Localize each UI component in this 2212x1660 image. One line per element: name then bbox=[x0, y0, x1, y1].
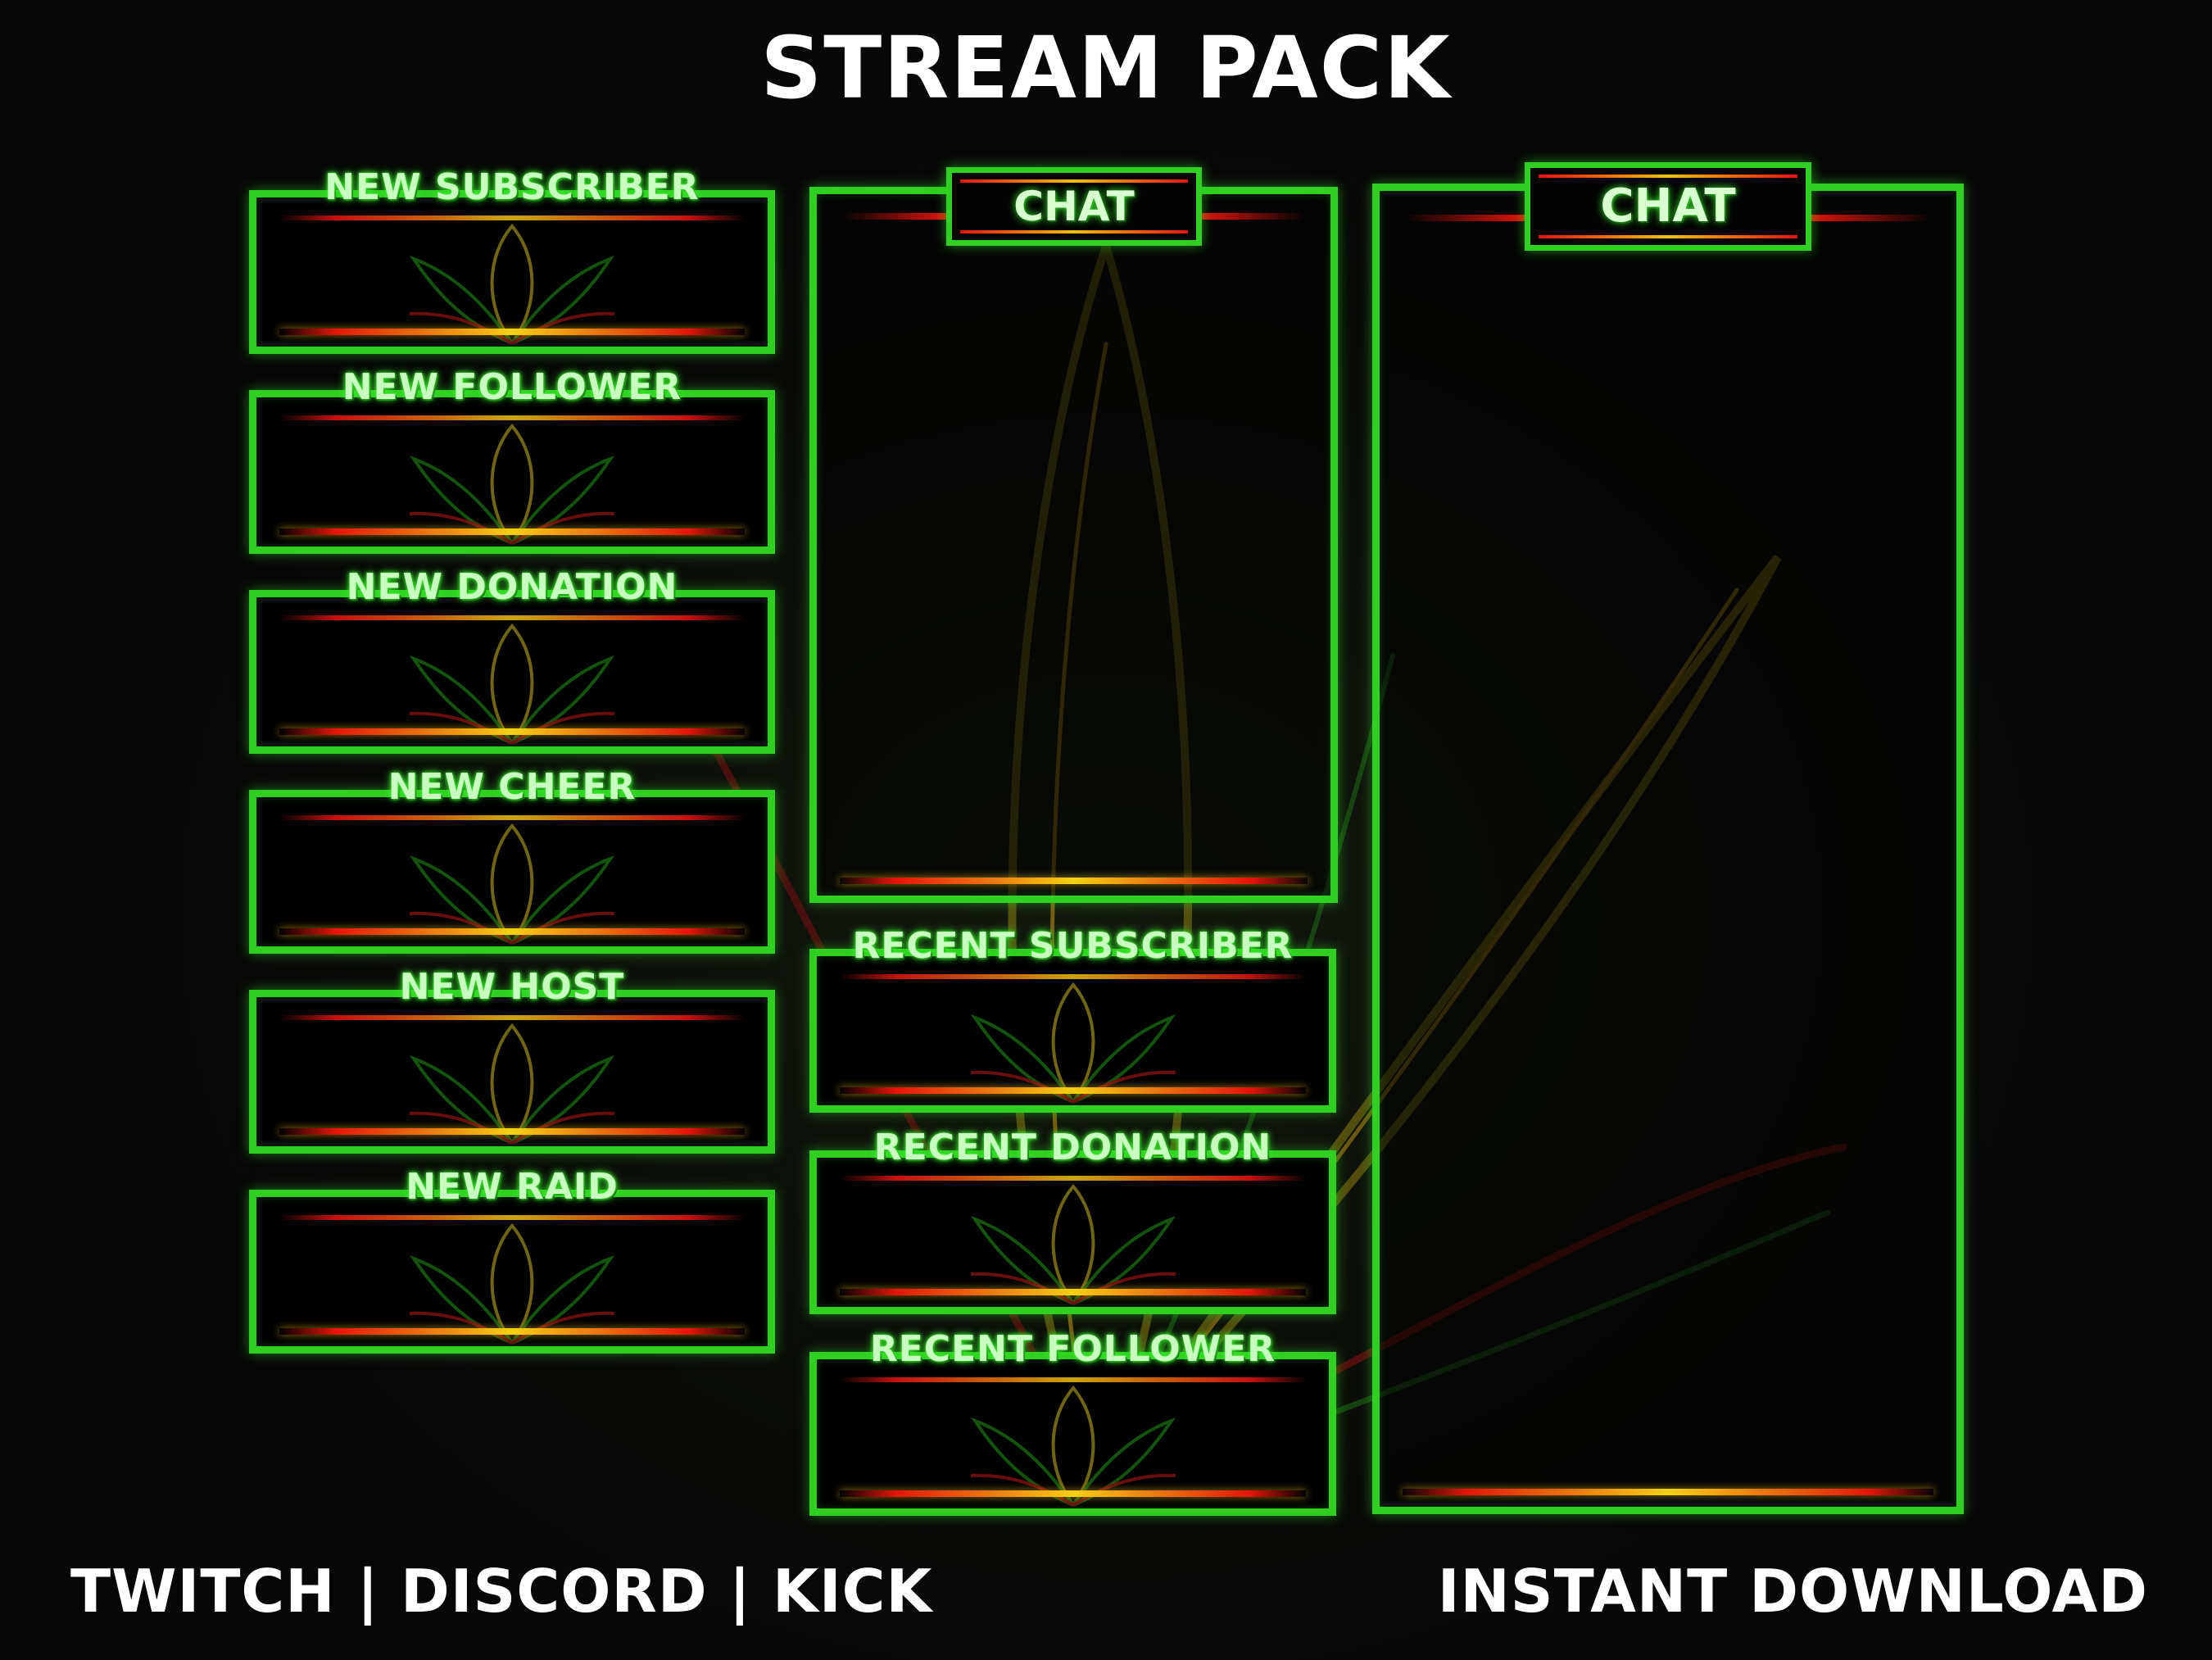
chat-panel-small[interactable] bbox=[809, 187, 1338, 903]
panel-stripe-top bbox=[279, 215, 745, 220]
alert-label: NEW SUBSCRIBER bbox=[324, 166, 700, 208]
recent-label: RECENT FOLLOWER bbox=[869, 1328, 1276, 1370]
recent-label: RECENT DONATION bbox=[873, 1127, 1272, 1168]
panel-stripe-bottom bbox=[279, 1128, 745, 1135]
panel-stripe-top bbox=[279, 415, 745, 420]
alert-panel-new-raid[interactable]: NEW RAID bbox=[249, 1166, 775, 1354]
alert-label: NEW DONATION bbox=[346, 566, 678, 608]
panel-stripe-top bbox=[279, 1215, 745, 1220]
leaf-icon bbox=[409, 1023, 615, 1145]
footer-platforms: TWITCH | DISCORD | KICK bbox=[70, 1557, 933, 1626]
chat-small-label: CHAT bbox=[1013, 183, 1135, 230]
panel-stripe-top bbox=[840, 974, 1306, 979]
page-title: STREAM PACK bbox=[760, 18, 1452, 118]
panel-stripe-top bbox=[279, 615, 745, 620]
leaf-icon bbox=[970, 1183, 1176, 1305]
tag-stripe-bottom bbox=[1539, 235, 1797, 238]
recent-panel-subscriber[interactable]: RECENT SUBSCRIBER bbox=[809, 925, 1336, 1113]
panel-stripe-bottom bbox=[1403, 1489, 1933, 1495]
panel-stripe-bottom bbox=[840, 1289, 1306, 1295]
leaf-icon bbox=[970, 982, 1176, 1104]
tag-stripe-top bbox=[960, 179, 1188, 183]
alert-panel-new-host[interactable]: NEW HOST bbox=[249, 966, 775, 1154]
alert-label: NEW CHEER bbox=[388, 766, 637, 808]
alert-panel-new-subscriber[interactable]: NEW SUBSCRIBER bbox=[249, 166, 775, 354]
leaf-icon bbox=[409, 423, 615, 545]
panel-stripe-top bbox=[279, 1015, 745, 1020]
alert-panel-new-cheer[interactable]: NEW CHEER bbox=[249, 766, 775, 954]
recent-panel-follower[interactable]: RECENT FOLLOWER bbox=[809, 1328, 1336, 1516]
tag-stripe-bottom bbox=[960, 230, 1188, 234]
footer-download: INSTANT DOWNLOAD bbox=[1437, 1557, 2148, 1626]
leaf-icon bbox=[409, 623, 615, 745]
chat-small-line-right bbox=[1201, 213, 1304, 220]
alert-label: NEW FOLLOWER bbox=[342, 366, 682, 408]
panel-stripe-bottom bbox=[840, 1490, 1306, 1497]
leaf-icon bbox=[409, 1222, 615, 1345]
leaf-icon bbox=[970, 1385, 1176, 1507]
recent-label: RECENT SUBSCRIBER bbox=[852, 925, 1294, 967]
chat-panel-large[interactable] bbox=[1372, 184, 1964, 1514]
chat-large-line-left bbox=[1406, 215, 1527, 221]
panel-stripe-top bbox=[840, 1377, 1306, 1382]
panel-stripe-bottom bbox=[840, 1087, 1306, 1094]
alert-panel-new-follower[interactable]: NEW FOLLOWER bbox=[249, 366, 775, 554]
alert-label: NEW RAID bbox=[406, 1166, 619, 1208]
chat-large-line-right bbox=[1809, 215, 1930, 221]
chat-large-label: CHAT bbox=[1600, 179, 1736, 233]
panel-stripe-top bbox=[279, 815, 745, 820]
panel-stripe-bottom bbox=[279, 728, 745, 735]
panel-stripe-bottom bbox=[279, 928, 745, 935]
recent-panel-donation[interactable]: RECENT DONATION bbox=[809, 1127, 1336, 1314]
tag-stripe-top bbox=[1539, 175, 1797, 178]
panel-stripe-bottom bbox=[279, 528, 745, 535]
leaf-icon bbox=[409, 823, 615, 945]
chat-small-tag: CHAT bbox=[946, 167, 1202, 246]
alert-label: NEW HOST bbox=[399, 966, 625, 1008]
panel-stripe-bottom bbox=[840, 878, 1308, 884]
leaf-icon bbox=[409, 223, 615, 345]
panel-stripe-bottom bbox=[279, 1328, 745, 1335]
chat-large-tag: CHAT bbox=[1525, 162, 1811, 251]
panel-stripe-bottom bbox=[279, 329, 745, 335]
alert-panel-new-donation[interactable]: NEW DONATION bbox=[249, 566, 775, 754]
chat-small-line-left bbox=[844, 213, 947, 220]
panel-stripe-top bbox=[840, 1176, 1306, 1181]
